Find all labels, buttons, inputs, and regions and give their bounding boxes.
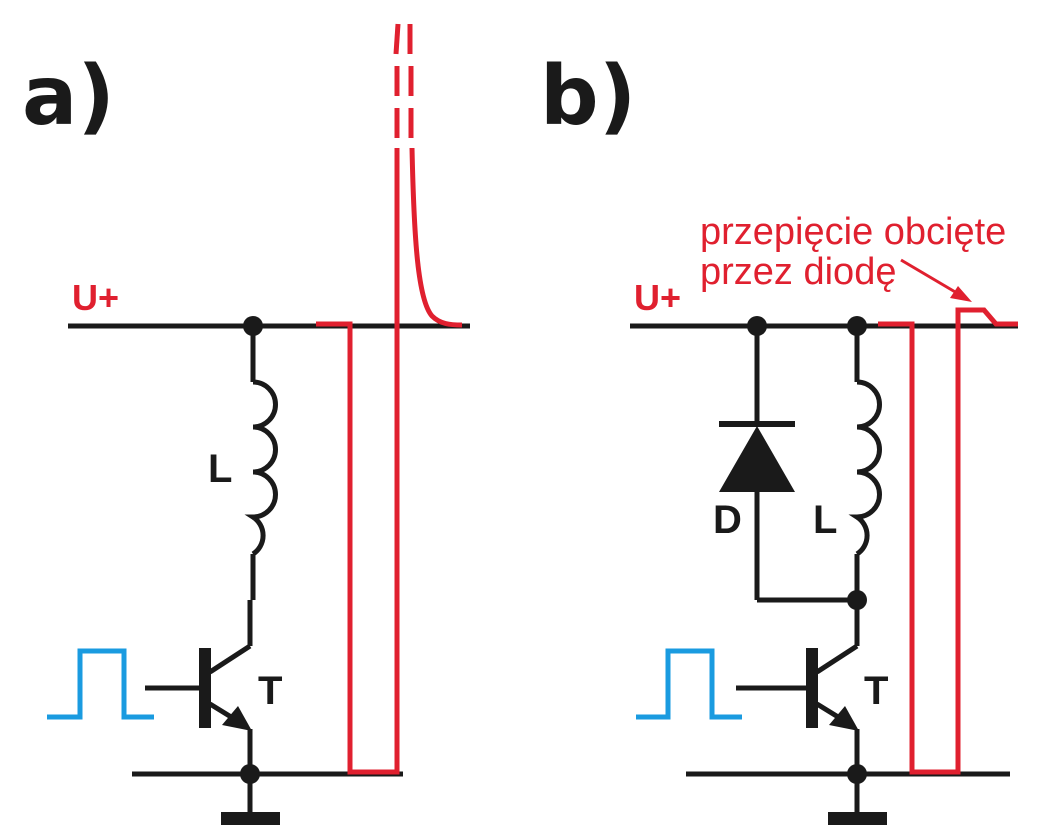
panel-a-supply-label: U+ xyxy=(72,277,119,318)
panel-a-collector-lead xyxy=(208,643,252,675)
panel-a-ground-symbol xyxy=(221,812,280,825)
annotation-line-1: przepięcie obcięte xyxy=(700,211,1006,253)
annotation-line-2: przez diodę xyxy=(700,251,896,293)
panel-a-emitter-arrow xyxy=(222,706,252,731)
panel-a-label: a) xyxy=(22,49,115,144)
annotation-arrow-head xyxy=(950,286,972,302)
panel-a-control-pulse xyxy=(47,648,154,720)
panel-b-label: b) xyxy=(540,49,636,144)
panel-b-emitter-arrow xyxy=(829,706,859,731)
panel-b-ground-symbol xyxy=(828,812,887,825)
panel-b: b) U+ D L T xyxy=(540,49,1018,825)
panel-a-transistor: T xyxy=(145,643,282,774)
panel-b-supply-label: U+ xyxy=(634,277,681,318)
panel-b-diode-triangle xyxy=(719,426,795,492)
panel-a-inductor-label: L xyxy=(208,447,232,491)
panel-a-transistor-label: T xyxy=(258,669,282,713)
panel-b-voltage-waveform xyxy=(878,307,1018,775)
annotation-arrow-line xyxy=(900,258,963,298)
panel-b-transistor: T xyxy=(736,643,888,774)
panel-a-voltage-waveform xyxy=(316,148,400,775)
panel-b-diode: D xyxy=(713,326,857,603)
panel-b-inductor-label: L xyxy=(813,498,837,542)
panel-b-collector-lead xyxy=(815,643,859,675)
panel-a-voltage-spike-decay xyxy=(409,147,463,328)
panel-b-diode-label: D xyxy=(713,498,742,542)
panel-a: a) U+ L T xyxy=(22,23,470,825)
panel-b-control-pulse xyxy=(636,648,742,720)
panel-b-transistor-label: T xyxy=(864,669,888,713)
panel-b-inductor-coil xyxy=(848,379,882,557)
panel-a-inductor-coil xyxy=(244,379,278,557)
panel-a-spike-dashed xyxy=(393,23,414,138)
